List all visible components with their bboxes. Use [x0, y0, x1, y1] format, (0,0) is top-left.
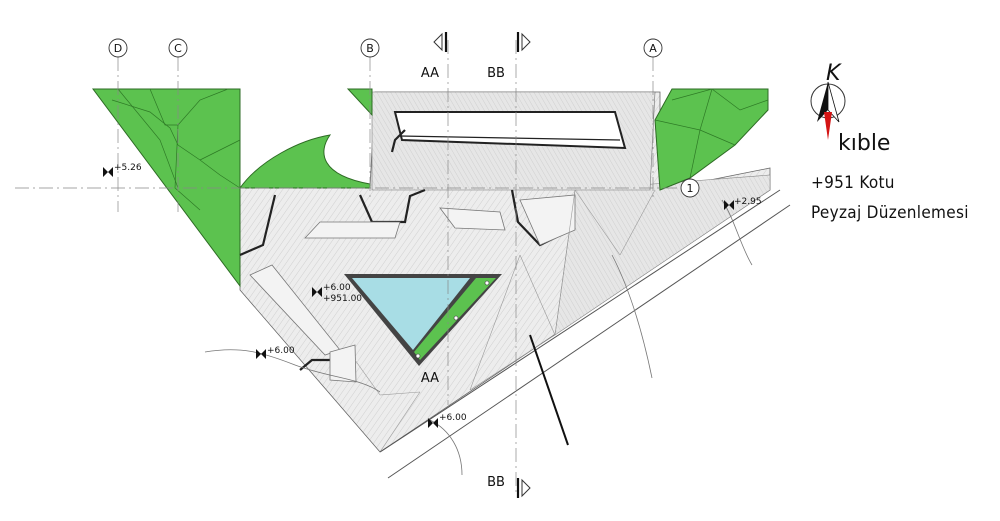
- legend-elevation: +951 Kotu: [811, 173, 895, 193]
- north-compass: K kıble: [810, 61, 890, 156]
- north-label: K: [826, 61, 842, 86]
- section-label-aa-top: AA: [421, 66, 439, 81]
- elev-marker-pool: [312, 287, 322, 297]
- section-arrow-aa-top: [433, 32, 443, 52]
- axis-label-d: D: [114, 42, 122, 55]
- elev-marker-right: [724, 200, 734, 210]
- axis-label-b: B: [366, 42, 374, 55]
- landscape-green-left: [92, 88, 241, 288]
- landscape-green-top: [346, 88, 373, 117]
- elev-marker-left: [103, 167, 113, 177]
- elevation-west: +6.00: [267, 346, 295, 356]
- axis-label-c: C: [174, 42, 182, 55]
- axis-bubble-1: [680, 178, 700, 198]
- axis-bubble-d: [108, 38, 128, 58]
- section-label-aa-bottom: AA: [421, 371, 439, 386]
- landscape-green-leaf: [239, 134, 371, 189]
- elev-marker-west: [256, 349, 266, 359]
- section-arrow-bb-top: [521, 32, 531, 52]
- axis-bubble-b: [360, 38, 380, 58]
- elevation-left: +5.26: [114, 163, 142, 173]
- axis-label-1: 1: [687, 182, 694, 195]
- legend-title: Peyzaj Düzenlemesi: [811, 203, 969, 223]
- elevation-pool-top: +6.00: [323, 283, 351, 293]
- axis-bubble-a: [643, 38, 663, 58]
- section-label-bb-bottom: BB: [487, 475, 505, 490]
- axis-bubble-c: [168, 38, 188, 58]
- elevation-pool-bottom: +951.00: [323, 294, 362, 304]
- section-arrow-bb-bottom: [521, 478, 531, 498]
- elevation-south: +6.00: [439, 413, 467, 423]
- qibla-arrow: [824, 112, 832, 140]
- elevation-right: +2.95: [734, 197, 762, 207]
- landscape-green-right: [654, 88, 769, 191]
- pool-water: [352, 278, 470, 350]
- axis-label-a: A: [649, 42, 657, 55]
- section-label-bb-top: BB: [487, 66, 505, 81]
- elev-marker-south: [428, 418, 438, 428]
- qibla-label: kıble: [838, 131, 890, 156]
